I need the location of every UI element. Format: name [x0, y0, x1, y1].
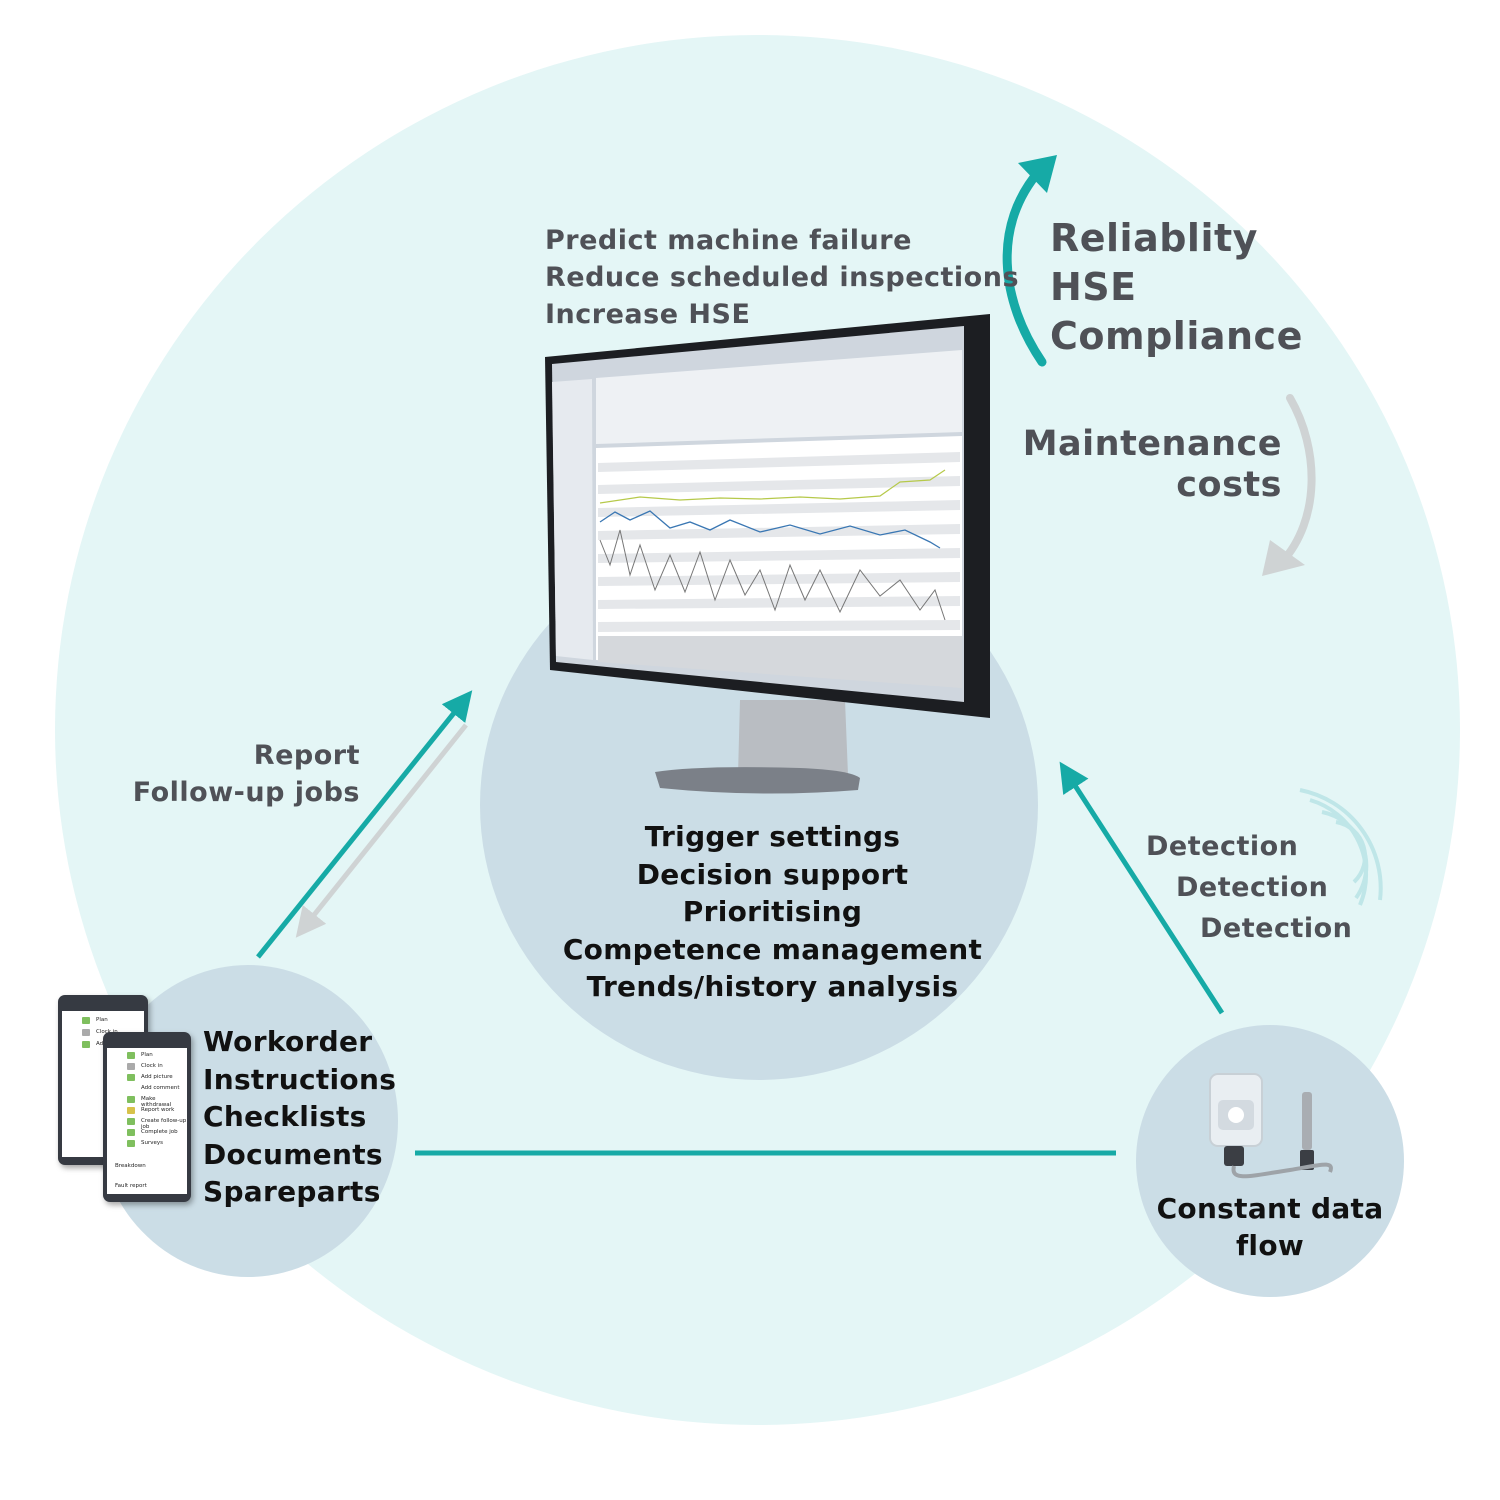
detection-arrow [1059, 761, 1225, 1015]
feature-item: Trends/history analysis [586, 970, 959, 1003]
phone-menu-item: Report work [141, 1107, 175, 1113]
feature-item: Competence management [562, 932, 983, 966]
monitor-icon [545, 314, 990, 794]
benefit-item: Compliance [1050, 314, 1303, 358]
mobile-item: Spareparts [203, 1175, 381, 1208]
followup-arrow [295, 723, 468, 938]
mobile-item: Documents [203, 1137, 383, 1171]
phone-menu-item: Clock in [141, 1063, 163, 1069]
mobile-item: Checklists [203, 1100, 367, 1133]
phone-menu-item: Add picture [141, 1074, 173, 1080]
detection-label: Detection [1146, 831, 1299, 862]
benefits-down-text: Maintenance costs [1022, 424, 1282, 505]
detection-labels: Detection Detection Detection [1100, 826, 1352, 949]
benefit-item: HSE [1050, 265, 1137, 309]
phone-menu-item: Complete job [141, 1129, 178, 1135]
report-arrow [256, 690, 473, 959]
sensor-node-circle [1136, 1025, 1404, 1297]
arrow-label: Report [253, 740, 360, 771]
feature-item: Prioritising [682, 895, 863, 928]
benefits-up-list: Reliablity HSE Compliance [1050, 214, 1303, 361]
phone-footer-item: Fault report [115, 1183, 147, 1189]
mobile-arrow-labels: Report Follow-up jobs [120, 737, 360, 811]
monitor-intro-text: Predict machine failure Reduce scheduled… [545, 222, 1019, 333]
phone-menu-item: Plan [141, 1052, 153, 1058]
intro-line: Increase HSE [545, 299, 751, 330]
phone-menu-item: Add comment [141, 1085, 180, 1091]
benefit-item: Reliablity [1050, 216, 1258, 260]
monitor-features-list: Trigger settings Decision support Priori… [540, 818, 1005, 1006]
intro-line: Predict machine failure [545, 225, 912, 256]
mobile-item: Workorder [203, 1025, 373, 1058]
feature-item: Trigger settings [644, 820, 901, 853]
phone-menu-item: Create follow-up job [141, 1118, 187, 1130]
phone-menu-item: Surveys [141, 1140, 163, 1146]
detection-label: Detection [1176, 872, 1329, 903]
phone-footer-item: Breakdown [115, 1163, 146, 1169]
arrow-label: Follow-up jobs [132, 777, 360, 808]
phone-front: Plan Clock in Add picture Add comment Ma… [103, 1032, 191, 1202]
increase-arrow [1002, 165, 1047, 367]
intro-line: Reduce scheduled inspections [545, 262, 1020, 293]
decrease-arrow [1278, 394, 1316, 566]
detection-label: Detection [1200, 913, 1353, 944]
phone-menu-item: Make withdrawal [141, 1096, 172, 1108]
sensor-label: Constant data flow [1156, 1192, 1384, 1262]
mobile-item: Instructions [203, 1062, 397, 1096]
mobile-items-list: Workorder Instructions Checklists Docume… [203, 1023, 396, 1211]
feature-item: Decision support [636, 857, 909, 891]
